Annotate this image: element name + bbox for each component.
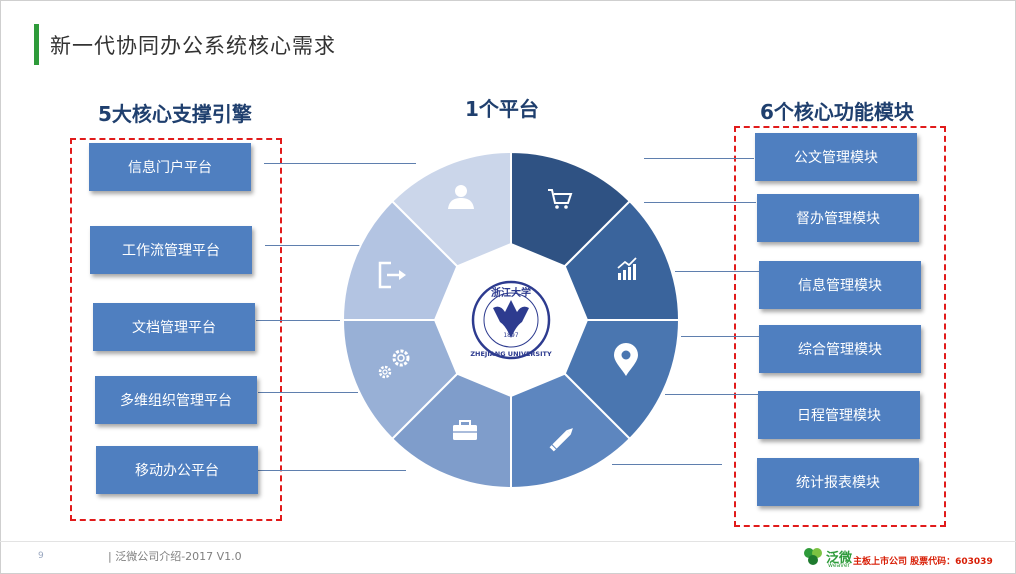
left-item-workflow[interactable]: 工作流管理平台	[90, 226, 252, 274]
heading-left: 5大核心支撑引擎	[98, 102, 252, 126]
gears-icon	[378, 349, 410, 379]
right-item-statistics[interactable]: 统计报表模块	[757, 458, 919, 506]
left-item-mobile[interactable]: 移动办公平台	[96, 446, 258, 494]
connector-line	[644, 158, 754, 159]
connector-line	[665, 394, 758, 395]
connector-line	[675, 271, 759, 272]
connector-line	[265, 245, 361, 246]
left-item-info-portal[interactable]: 信息门户平台	[89, 143, 251, 191]
right-item-information[interactable]: 信息管理模块	[759, 261, 921, 309]
logo-text-top: 浙江大学	[491, 286, 531, 299]
page-title: 新一代协同办公系统核心需求	[50, 34, 336, 58]
briefcase-icon	[453, 420, 477, 440]
heading-right: 6个核心功能模块	[760, 100, 914, 124]
left-item-document[interactable]: 文档管理平台	[93, 303, 255, 351]
exit-icon	[378, 261, 406, 289]
logo-year: 1897	[503, 332, 518, 339]
connector-line	[258, 392, 358, 393]
right-item-supervision[interactable]: 督办管理模块	[757, 194, 919, 242]
left-dashed-group	[70, 138, 282, 521]
connector-line	[681, 336, 759, 337]
connector-line	[612, 464, 722, 465]
chart-up-icon	[617, 257, 637, 280]
page-number: 9	[38, 551, 44, 561]
title-accent-bar	[34, 24, 39, 65]
logo-text-bottom: ZHEJIANG UNIVERSITY	[470, 350, 552, 358]
weaver-logo-icon	[804, 548, 822, 565]
connector-line	[256, 320, 340, 321]
listed-company-text: 主板上市公司 股票代码：603039	[853, 557, 993, 567]
footer-divider	[0, 541, 1016, 542]
heading-center: 1个平台	[465, 97, 539, 121]
left-item-organization[interactable]: 多维组织管理平台	[95, 376, 257, 424]
university-logo: 浙江大学 1897 ZHEJIANG UNIVERSITY	[470, 280, 552, 360]
location-pin-icon	[614, 343, 638, 376]
footer-text: | 泛微公司介绍-2017 V1.0	[108, 550, 242, 563]
brand-sub: weaver	[828, 562, 850, 569]
connector-line	[644, 202, 756, 203]
right-item-schedule[interactable]: 日程管理模块	[758, 391, 920, 439]
cart-icon	[548, 189, 573, 209]
right-item-official-document[interactable]: 公文管理模块	[755, 133, 917, 181]
user-icon	[448, 185, 474, 209]
wheel-segment	[390, 150, 512, 268]
right-item-general[interactable]: 综合管理模块	[759, 325, 921, 373]
right-dashed-group	[734, 126, 946, 527]
connector-line	[258, 470, 406, 471]
brand-name: 泛微	[826, 551, 853, 566]
connector-line	[264, 163, 416, 164]
